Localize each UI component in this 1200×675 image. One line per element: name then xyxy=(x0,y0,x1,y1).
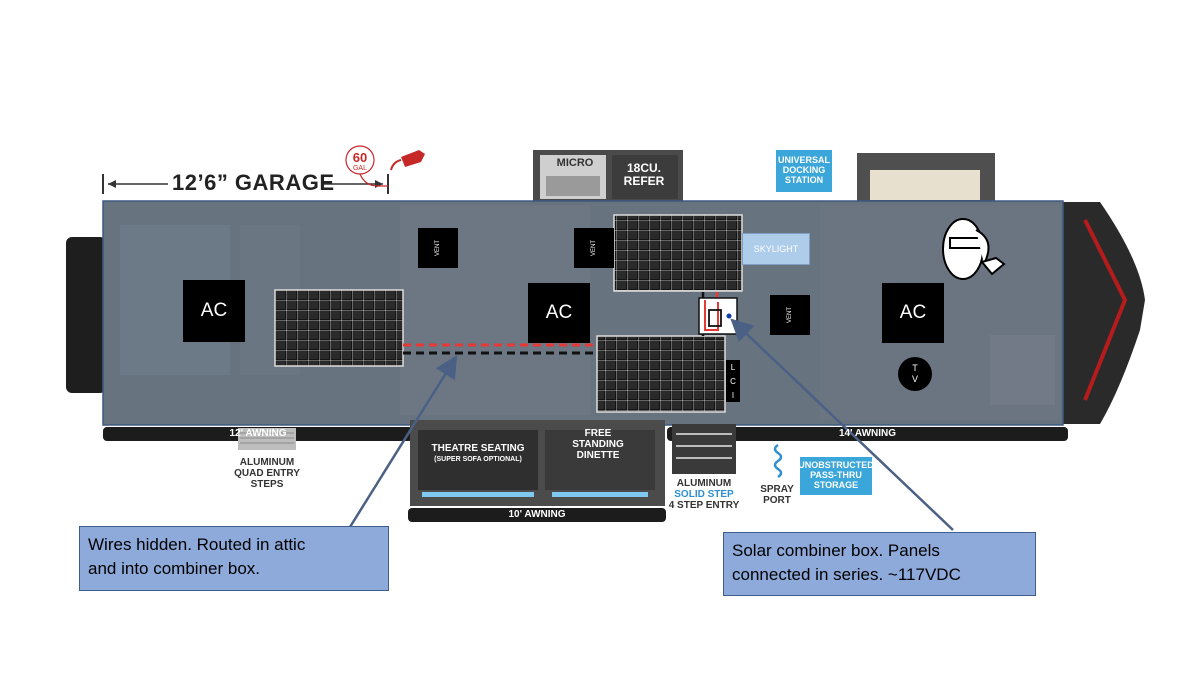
wires-callout-line-1: Wires hidden. Routed in attic xyxy=(88,535,306,554)
combiner-callout-line-1: Solar combiner box. Panels xyxy=(732,541,940,560)
ramp-door-label: RAMP DOOR / PATIO xyxy=(41,265,51,345)
passthru-storage-badge: UNOBSTRUCTED PASS-THRU STORAGE xyxy=(798,457,874,495)
vent-bath: VENT xyxy=(770,295,810,335)
solar-panel-upper xyxy=(613,214,743,292)
awning-right-label: 14' AWNING xyxy=(838,428,897,439)
vent-kitchen: VENT xyxy=(574,228,614,268)
lci-panel: L C I xyxy=(726,360,740,402)
fuel-capacity: 60 xyxy=(352,150,368,165)
fuel-pump-icon xyxy=(345,145,425,187)
docking-line-3: STATION xyxy=(784,174,824,185)
refer-text: REFER xyxy=(623,173,665,188)
solid-step-line-3: 4 STEP ENTRY xyxy=(668,500,740,511)
ac-unit-front: AC xyxy=(882,283,944,343)
refer-size: 18CU. xyxy=(626,161,661,175)
micro-label: MICRO xyxy=(556,157,594,169)
quad-steps-line-3: STEPS xyxy=(250,479,284,490)
tv-letter-v: V xyxy=(911,374,918,384)
spray-port-label: SPRAY PORT xyxy=(752,484,802,506)
combiner-callout-line-2: connected in series. ~117VDC xyxy=(732,564,961,584)
wires-callout-line-2: and into combiner box. xyxy=(88,558,260,578)
garage-dimension xyxy=(102,174,389,194)
combiner-callout: Solar combiner box. Panels connected in … xyxy=(723,532,1036,596)
ac-unit-middle: AC xyxy=(528,283,590,343)
awning-middle-label: 10' AWNING xyxy=(508,509,566,520)
fuel-unit: GAL xyxy=(352,165,367,172)
kitchen-bumpout xyxy=(533,150,683,202)
skylight: SKYLIGHT xyxy=(742,233,810,265)
solar-combiner-box xyxy=(698,297,738,335)
quad-steps-label: ALUMINUM QUAD ENTRY STEPS xyxy=(227,457,307,490)
theatre-seating-title: THEATRE SEATING xyxy=(431,443,525,454)
hitch-pin-icon xyxy=(942,218,1006,280)
passthru-line-1: UNOBSTRUCTED xyxy=(798,460,874,471)
dinette-label: FREE STANDING DINETTE xyxy=(558,428,638,461)
tv-letter-t: T xyxy=(912,363,918,374)
awning-left-label: 12' AWNING xyxy=(229,428,287,439)
passthru-line-3: STORAGE xyxy=(813,479,859,490)
vent-garage-label: VENT xyxy=(434,239,441,257)
solid-step-entry xyxy=(672,424,736,474)
dinette-line-2: STANDING xyxy=(572,439,624,450)
garage-length-label: 12’6” GARAGE xyxy=(172,170,335,195)
solar-panel-rear xyxy=(274,289,404,367)
wires-callout-arrow xyxy=(348,355,458,528)
dinette-line-1: FREE xyxy=(584,428,612,439)
dinette-line-3: DINETTE xyxy=(576,450,620,461)
ac-unit-rear: AC xyxy=(183,280,245,342)
lci-letter-i: I xyxy=(731,390,735,400)
bedroom-bumpout xyxy=(857,153,995,203)
theatre-seating-subtitle: (SUPER SOFA OPTIONAL) xyxy=(434,456,522,463)
quad-steps-line-1: ALUMINUM xyxy=(239,457,295,468)
solid-step-label: ALUMINUM SOLID STEP 4 STEP ENTRY xyxy=(664,478,744,511)
vent-bath-label: VENT xyxy=(786,306,793,324)
slideout-theatre-dinette xyxy=(410,420,665,506)
lci-letter-c: C xyxy=(730,376,736,386)
lci-letter-l: L xyxy=(730,362,736,372)
vent-kitchen-label: VENT xyxy=(590,239,597,257)
combiner-callout-arrow xyxy=(730,318,954,531)
tv-antenna: T V xyxy=(898,357,932,391)
quad-entry-steps xyxy=(238,428,296,450)
theatre-seating-label: THEATRE SEATING (SUPER SOFA OPTIONAL) xyxy=(420,443,536,464)
spray-port-line-2: PORT xyxy=(763,495,791,506)
vent-garage: VENT xyxy=(418,228,458,268)
docking-line-1: UNIVERSAL xyxy=(777,155,830,166)
solid-step-line-2: SOLID STEP xyxy=(674,489,734,500)
quad-steps-line-2: QUAD ENTRY xyxy=(234,468,300,479)
passthru-line-2: PASS-THRU xyxy=(810,470,862,481)
refer-label: 18CU. REFER xyxy=(614,162,674,187)
docking-line-2: DOCKING xyxy=(782,165,826,176)
spray-port-icon xyxy=(773,443,783,479)
docking-station-badge: UNIVERSAL DOCKING STATION xyxy=(776,150,832,192)
spray-port-line-1: SPRAY xyxy=(760,484,794,495)
solid-step-line-1: ALUMINUM xyxy=(676,478,732,489)
solar-panel-lower xyxy=(596,335,726,413)
wires-callout: Wires hidden. Routed in attic and into c… xyxy=(79,526,389,591)
